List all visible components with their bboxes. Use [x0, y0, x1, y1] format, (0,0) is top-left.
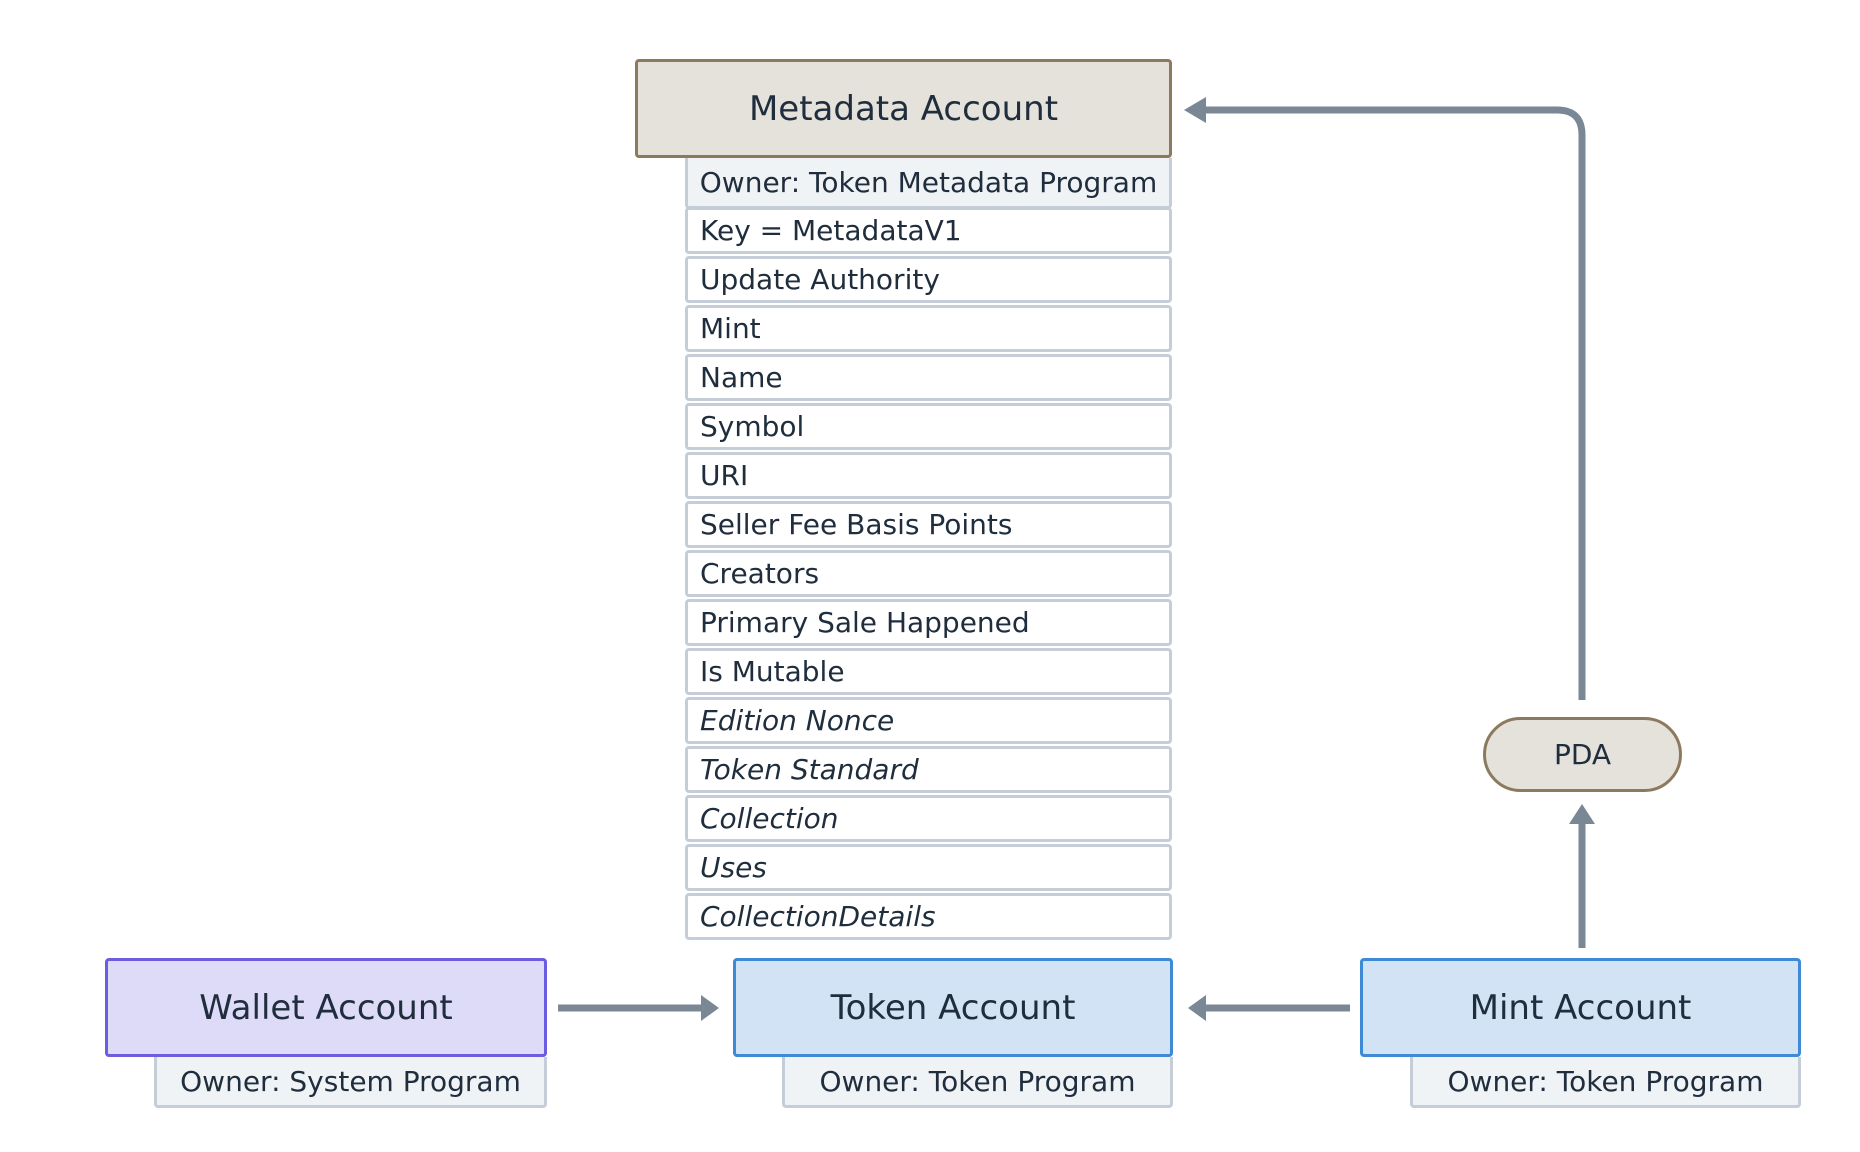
- metadata-field: Token Standard: [685, 746, 1172, 793]
- metadata-field-label: Name: [700, 361, 783, 394]
- metadata-field-label: CollectionDetails: [700, 900, 936, 933]
- metadata-field-label: Collection: [700, 802, 839, 835]
- metadata-field-label: Mint: [700, 312, 761, 345]
- metadata-account-title: Metadata Account: [748, 88, 1059, 129]
- metadata-field-label: Edition Nonce: [700, 704, 895, 737]
- metadata-field: Key = MetadataV1: [685, 207, 1172, 254]
- arrowhead-token-account: [1188, 995, 1206, 1021]
- metadata-field: Is Mutable: [685, 648, 1172, 695]
- metadata-field: Seller Fee Basis Points: [685, 501, 1172, 548]
- metadata-field-label: URI: [700, 459, 749, 492]
- arrowhead-token-account-left: [701, 995, 719, 1021]
- metadata-field-label: Creators: [700, 557, 820, 590]
- wallet-account-owner: Owner: System Program: [154, 1057, 547, 1108]
- metadata-field-label: Seller Fee Basis Points: [700, 508, 1013, 541]
- token-account-owner: Owner: Token Program: [782, 1057, 1173, 1108]
- metadata-field-label: Key = MetadataV1: [700, 214, 962, 247]
- metadata-field-label: Token Standard: [700, 753, 919, 786]
- wallet-account-title: Wallet Account: [199, 987, 453, 1028]
- token-account-title: Token Account: [830, 987, 1076, 1028]
- metadata-field: Uses: [685, 844, 1172, 891]
- pda-node: PDA: [1483, 717, 1682, 792]
- metadata-field: Symbol: [685, 403, 1172, 450]
- metadata-field-label: Is Mutable: [700, 655, 845, 688]
- metadata-field: Mint: [685, 305, 1172, 352]
- metadata-field-label: Symbol: [700, 410, 805, 443]
- wallet-account-node: Wallet Account: [105, 958, 547, 1057]
- metadata-field: Collection: [685, 795, 1172, 842]
- metadata-field-label: Primary Sale Happened: [700, 606, 1030, 639]
- metadata-owner-label: Owner: Token Metadata Program: [699, 165, 1158, 199]
- metadata-account-node: Metadata Account: [635, 59, 1172, 158]
- mint-owner-label: Owner: Token Program: [1447, 1064, 1764, 1098]
- metadata-field: Update Authority: [685, 256, 1172, 303]
- metadata-field: Creators: [685, 550, 1172, 597]
- metadata-account-owner: Owner: Token Metadata Program: [685, 158, 1172, 209]
- pda-label: PDA: [1553, 738, 1612, 771]
- mint-account-title: Mint Account: [1469, 987, 1692, 1028]
- metadata-field: CollectionDetails: [685, 893, 1172, 940]
- token-account-node: Token Account: [733, 958, 1173, 1057]
- metadata-field: Name: [685, 354, 1172, 401]
- token-owner-label: Owner: Token Program: [819, 1064, 1136, 1098]
- edge-pda-to-metadata: [1205, 106, 1586, 700]
- mint-account-owner: Owner: Token Program: [1410, 1057, 1801, 1108]
- mint-account-node: Mint Account: [1360, 958, 1801, 1057]
- metadata-field-label: Uses: [700, 851, 767, 884]
- arrowhead-pda: [1569, 804, 1595, 824]
- metadata-field: URI: [685, 452, 1172, 499]
- metadata-field: Primary Sale Happened: [685, 599, 1172, 646]
- wallet-owner-label: Owner: System Program: [180, 1064, 521, 1098]
- metadata-field-label: Update Authority: [700, 263, 940, 296]
- metadata-field: Edition Nonce: [685, 697, 1172, 744]
- arrowhead-metadata: [1184, 97, 1206, 123]
